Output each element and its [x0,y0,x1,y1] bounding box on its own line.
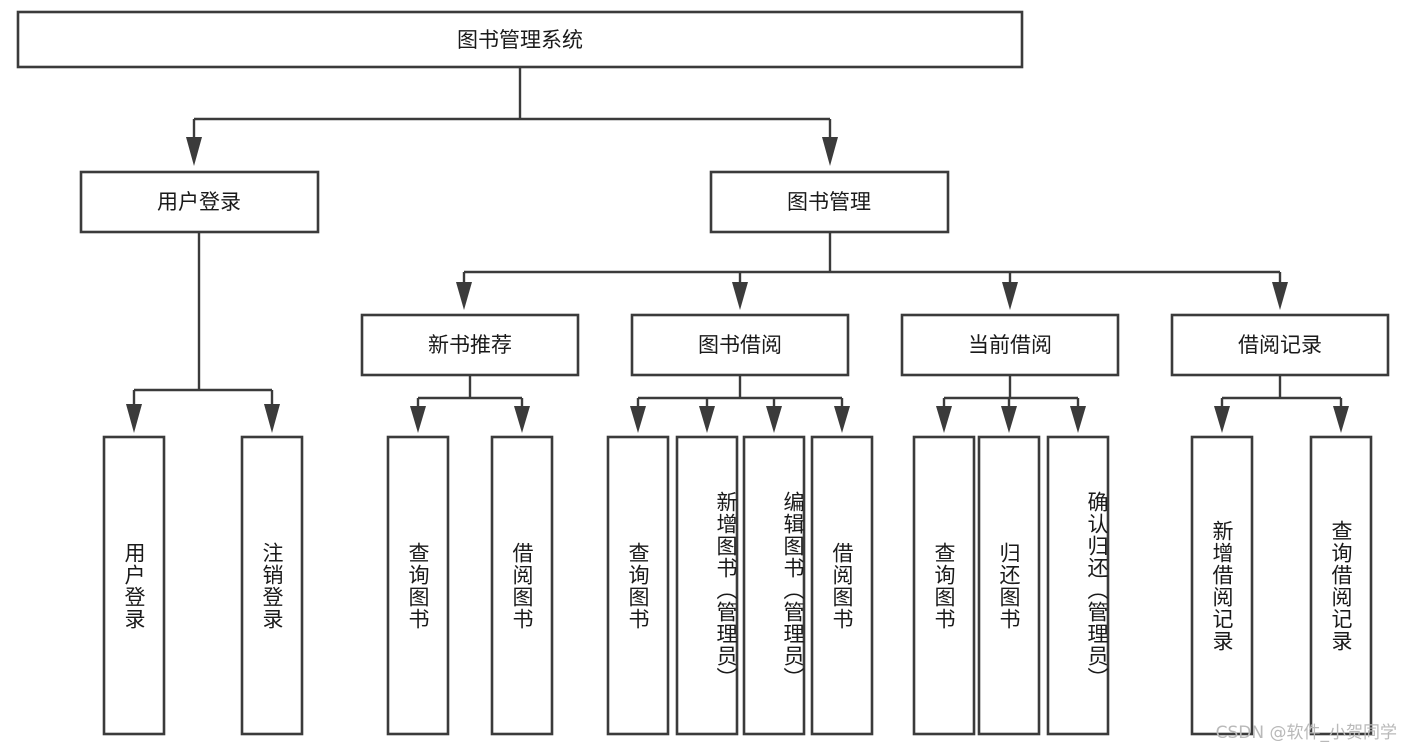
connector-group-book-mgmt [456,232,1288,310]
arrow-head-newbook-leaf2 [514,406,530,433]
leaf-box-current-borrow-0[interactable] [912,435,976,736]
arrow-head-currentborrow-leaf1 [936,406,952,433]
arrow-head-currentborrow-leaf2 [1001,406,1017,433]
connector-group-borrow-record [1214,375,1349,433]
arrow-head-new-book [456,282,472,310]
arrow-head-book-mgmt [822,137,838,166]
arrow-head-bookborrow-leaf2 [699,406,715,433]
arrow-head-book-borrow [732,282,748,310]
arrow-head-borrowrecord-leaf2 [1333,406,1349,433]
connector-group-root [186,66,838,166]
leaf-box-book-borrow-2[interactable] [742,435,806,736]
node-user-login[interactable] [79,170,320,234]
arrow-head-current-borrow [1002,282,1018,310]
node-book-borrow[interactable] [630,313,850,377]
leaf-box-user-login-0[interactable] [102,435,166,736]
leaf-box-book-borrow-0[interactable] [606,435,670,736]
connector-group-user-login [126,232,280,433]
node-new-book-recommend-label: 新书推荐 [428,333,512,357]
node-current-borrow[interactable] [900,313,1120,377]
leaf-box-borrow-record-1[interactable] [1309,435,1373,736]
arrow-head-newbook-leaf1 [410,406,426,433]
arrow-head-bookborrow-leaf3 [766,406,782,433]
arrow-head-userlogin-leaf2 [264,404,280,433]
node-book-management[interactable] [709,170,950,234]
node-user-login-label: 用户登录 [157,190,241,214]
arrow-head-borrow-record [1272,282,1288,310]
leaf-box-book-borrow-1[interactable] [675,435,739,736]
connector-group-new-book [410,375,530,433]
leaf-box-book-borrow-3[interactable] [810,435,874,736]
node-borrow-record[interactable] [1170,313,1390,377]
csdn-watermark: CSDN @软件_小贺同学 [1215,723,1397,743]
node-book-management-label: 图书管理 [787,190,871,214]
arrow-head-bookborrow-leaf1 [630,406,646,433]
node-root-book-management-system[interactable] [16,10,1024,69]
arrow-head-user-login [186,137,202,166]
connector-group-book-borrow [630,375,850,433]
node-root-label: 图书管理系统 [457,28,583,52]
node-current-borrow-label: 当前借阅 [968,333,1052,357]
node-book-borrow-label: 图书借阅 [698,333,782,357]
leaf-box-current-borrow-2[interactable] [1046,435,1110,736]
connector-group-current-borrow [936,375,1086,433]
leaf-box-borrow-record-0[interactable] [1190,435,1254,736]
node-borrow-record-label: 借阅记录 [1238,333,1322,357]
arrow-head-bookborrow-leaf4 [834,406,850,433]
leaf-box-user-login-1[interactable] [240,435,304,736]
node-new-book-recommend[interactable] [360,313,580,377]
arrow-head-currentborrow-leaf3 [1070,406,1086,433]
leaf-box-new-book-0[interactable] [386,435,450,736]
leaf-box-new-book-1[interactable] [490,435,554,736]
arrow-head-userlogin-leaf1 [126,404,142,433]
arrow-head-borrowrecord-leaf1 [1214,406,1230,433]
leaf-box-current-borrow-1[interactable] [977,435,1041,736]
